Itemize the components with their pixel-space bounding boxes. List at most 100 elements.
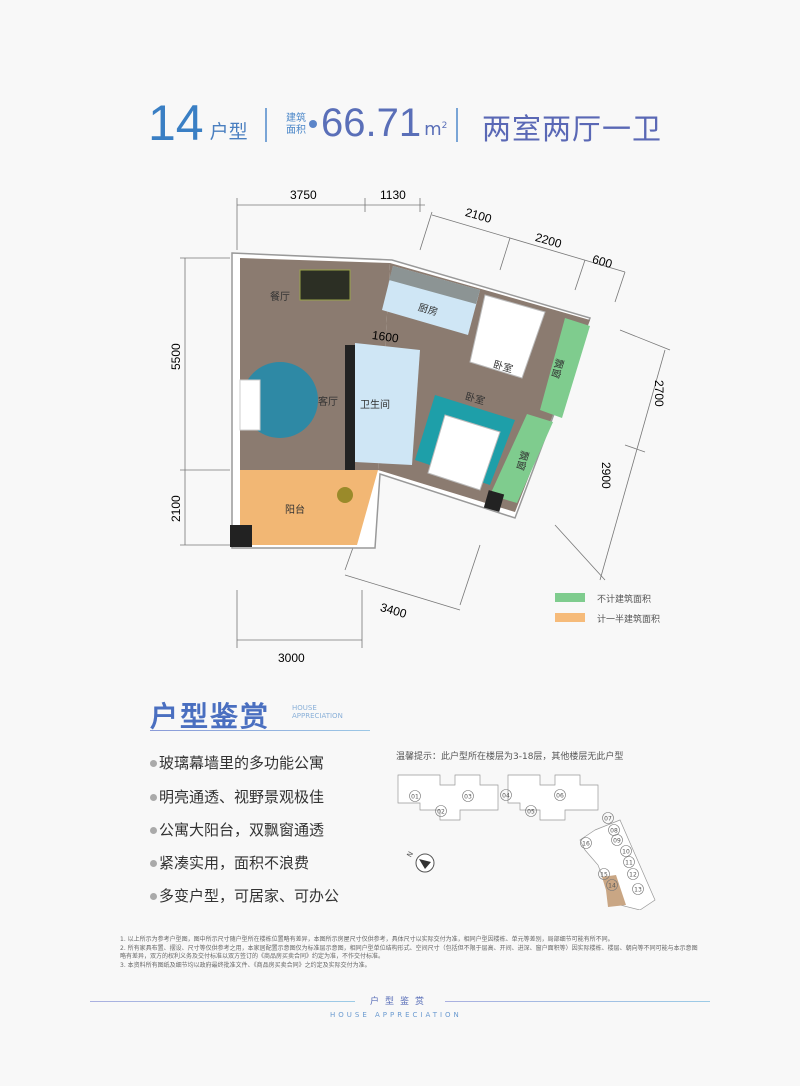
unit-label: 16 [582, 841, 590, 848]
unit-marker [611, 834, 623, 846]
unit-marker [632, 883, 644, 895]
feature-item: 紧凑实用，面积不浪费 [150, 852, 309, 873]
lower-bed [427, 414, 501, 491]
note: 3. 本资料所有图纸及细节均以政府最终批准文件、《商品房买卖合同》之约定及实际交… [120, 961, 371, 969]
unit-label: 07 [604, 816, 612, 823]
unit-label: 11 [625, 860, 633, 867]
unit-marker [500, 789, 512, 801]
section-divider [150, 730, 370, 731]
plant-icon [337, 487, 353, 503]
legend-swatch-orange [555, 613, 585, 622]
unit-marker [598, 868, 610, 880]
footer-line-left [90, 1001, 355, 1002]
site-tip: 温馨提示：此户型所在楼层为3-18层，其他楼层无此户型 [396, 752, 624, 762]
section-en-1: HOUSE [292, 704, 317, 712]
section-title: 户型鉴赏 [150, 700, 271, 733]
unit-marker [602, 812, 614, 824]
column [483, 490, 505, 512]
unit-label: 09 [613, 838, 621, 845]
area-unit-sup: 2 [441, 121, 448, 131]
dim-left-lower: 2100 [169, 495, 183, 522]
dining-table [299, 269, 351, 301]
unit-label: 02 [437, 809, 445, 816]
upper-bed [469, 294, 546, 379]
bay-window-lower [490, 414, 553, 503]
area-unit: m2 [424, 119, 447, 140]
unit-label: 15 [600, 872, 608, 879]
legend-label: 计一半建筑面积 [597, 615, 661, 625]
legend-label: 不计建筑面积 [597, 595, 652, 605]
unit-label: 01 [411, 794, 419, 801]
unit-marker [620, 845, 632, 857]
unit-label: 10 [622, 849, 630, 856]
disclaimer-notes: 1. 以上所示为参考户型图，图中所示尺寸随户型所在楼栋位置略有差异，本图所示房屋… [120, 936, 700, 970]
room-balcony: 阳台 [285, 503, 305, 516]
room-living: 客厅 [318, 395, 338, 408]
dim-slant-1: 2100 [464, 205, 494, 226]
bathroom-floor [355, 343, 420, 465]
title-divider [456, 108, 458, 142]
footer-title: 户型鉴赏 [370, 997, 431, 1007]
dim-right-lower: 2900 [599, 462, 613, 489]
unit-label: 08 [610, 828, 618, 835]
unit-marker [580, 837, 592, 849]
note: 1. 以上所示为参考户型图，图中所示尺寸随户型所在楼栋位置略有差异，本图所示房屋… [120, 936, 614, 943]
dim-slant-3: 600 [591, 252, 614, 271]
dim-slant-2: 2200 [534, 230, 564, 251]
feature-item: 多变户型，可居家、可办公 [150, 885, 339, 906]
unit-label: 13 [634, 887, 642, 894]
footer-title-en: HOUSE APPRECIATION [330, 1011, 462, 1019]
balcony-floor [240, 470, 378, 545]
unit-label: 12 [629, 872, 637, 879]
unit-number: 14 [148, 95, 204, 151]
area-display: 66.71 m2 [321, 103, 447, 143]
dim-left-upper: 5500 [169, 343, 183, 370]
unit-marker [435, 805, 447, 817]
feature-item: 玻璃幕墙里的多功能公寓 [150, 752, 324, 773]
kitchen-counter [389, 266, 480, 304]
room-bathroom: 卫生间 [360, 398, 390, 411]
floor-plan: 3750 1130 2100 2200 600 5500 2100 2700 2… [169, 188, 671, 665]
feature-item: 明亮通透、视野景观极佳 [150, 786, 324, 807]
area-unit-m: m [424, 119, 442, 140]
dim-top-right: 1130 [380, 188, 406, 202]
dim-bottom-slant: 3400 [379, 600, 409, 621]
unit-label: 06 [556, 793, 564, 800]
unit-marker [606, 879, 618, 891]
area-label-2: 面积 [286, 125, 306, 136]
unit-label: 05 [527, 809, 535, 816]
unit-marker [525, 805, 537, 817]
highlighted-unit [602, 875, 626, 907]
footer-line-right [445, 1001, 710, 1002]
unit-marker [623, 856, 635, 868]
column [230, 525, 252, 547]
living-rug [242, 362, 318, 438]
area-label: 建筑面积 [286, 113, 306, 137]
area-label-1: 建筑 [286, 113, 306, 124]
unit-label: 14 [608, 883, 616, 890]
dim-bathroom-width: 1600 [371, 328, 400, 346]
center-wall [345, 345, 355, 470]
area-value: 66.71 [321, 101, 422, 145]
unit-marker [554, 789, 566, 801]
area-dot-icon [309, 120, 317, 128]
layout-type: 两室两厅一卫 [482, 112, 663, 146]
compass-label: N [406, 850, 416, 859]
compass-arrow [419, 859, 431, 869]
unit-label: 03 [464, 794, 472, 801]
unit-title: 14 户型 [148, 98, 248, 148]
feature-item: 公寓大阳台，双飘窗通透 [150, 819, 324, 840]
dim-bottom: 3000 [278, 651, 305, 665]
dimension-lines [180, 198, 671, 648]
note: 2. 所有家具布置、摆设、尺寸等仅供参考之用，本家居配置示意图仅为标准层示意图，… [120, 944, 698, 961]
section-en-2: APPRECIATION [292, 712, 343, 720]
bay-window-upper [540, 318, 590, 418]
sofa [239, 379, 261, 431]
unit-marker [409, 790, 421, 802]
unit-marker [462, 790, 474, 802]
title-divider [265, 108, 267, 142]
unit-suffix: 户型 [209, 121, 248, 143]
